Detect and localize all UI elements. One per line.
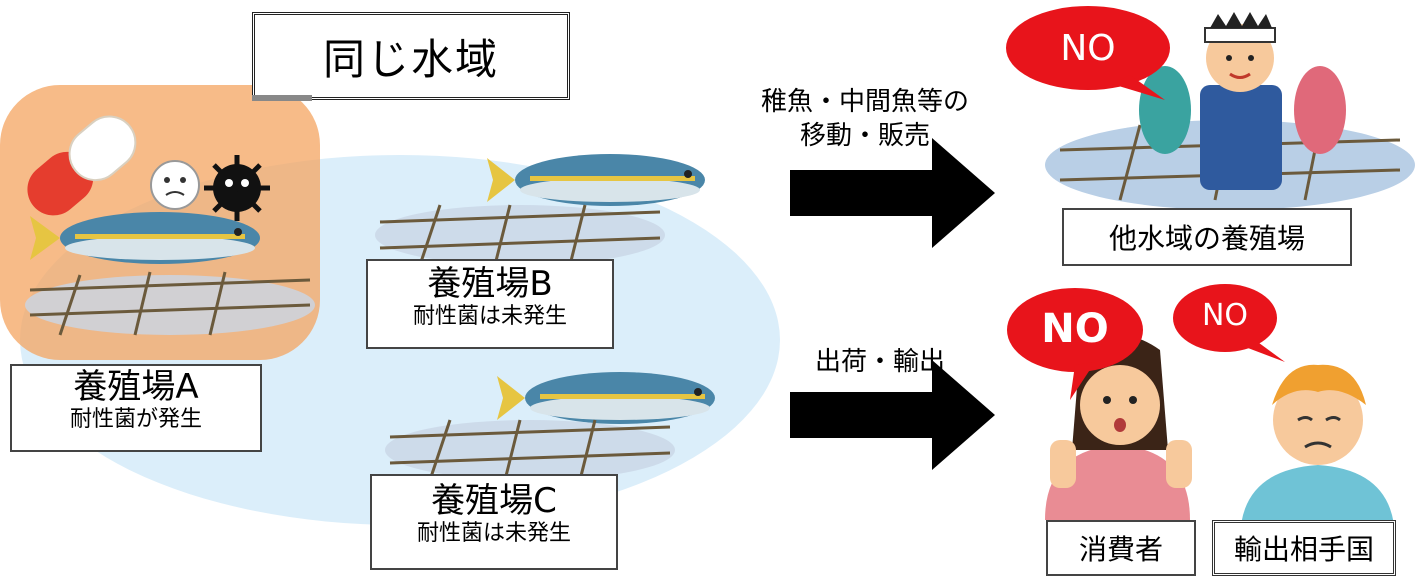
farm-b-label-box: 養殖場B 耐性菌は未発生 — [366, 259, 614, 349]
arrow-bottom-label: 出荷・輸出 — [790, 346, 970, 380]
arrow-movement — [790, 138, 995, 248]
farm-a-status: 耐性菌が発生 — [69, 407, 202, 433]
net-pen-a-icon — [25, 271, 315, 336]
farm-b-name: 養殖場B — [427, 264, 553, 304]
fish-farm-a-icon — [30, 212, 260, 264]
export-partner-bubble-tail — [1240, 340, 1285, 362]
fish-farm-c-icon — [497, 372, 715, 424]
consumer-bubble-tail — [1070, 362, 1095, 400]
worried-face-icon — [150, 160, 200, 210]
other-farm-bubble-text: NO — [1060, 28, 1116, 69]
farm-c-status: 耐性菌は未発生 — [416, 521, 571, 547]
export-partner-bubble-text: NO — [1201, 298, 1249, 333]
export-partner-person-icon — [1240, 364, 1395, 540]
consumer-label: 消費者 — [1078, 533, 1163, 566]
farm-c-name: 養殖場C — [431, 481, 557, 521]
other-farm-label: 他水域の養殖場 — [1108, 222, 1305, 255]
fisherman-icon — [1139, 12, 1346, 190]
title-underline — [252, 95, 312, 101]
farm-b-status: 耐性菌は未発生 — [412, 304, 567, 330]
consumer-bubble — [1007, 288, 1143, 372]
export-partner-label-box: 輸出相手国 — [1212, 520, 1396, 576]
title-text: 同じ水域 — [322, 34, 499, 84]
title-same-waters: 同じ水域 — [252, 12, 570, 100]
fish-farm-b-icon — [487, 154, 705, 206]
consumer-bubble-text: NO — [1041, 306, 1109, 352]
bacteria-icon — [204, 155, 270, 221]
net-pen-b-icon — [375, 204, 665, 266]
net-pen-c-icon — [385, 419, 675, 481]
export-partner-label: 輸出相手国 — [1233, 533, 1374, 566]
other-farm-bubble-tail — [1112, 75, 1165, 100]
arrow-top-label: 稚魚・中間魚等の 移動・販売 — [745, 86, 985, 154]
antibiotic-capsule-icon — [27, 115, 137, 216]
farm-c-label-box: 養殖場C 耐性菌は未発生 — [370, 474, 618, 570]
consumer-label-box: 消費者 — [1046, 520, 1196, 576]
arrow-shipping — [790, 360, 995, 470]
other-farm-label-box: 他水域の養殖場 — [1062, 208, 1352, 266]
arrow-bottom-text: 出荷・輸出 — [814, 347, 945, 377]
arrow-top-line1: 稚魚・中間魚等の — [760, 87, 969, 117]
other-farm-bubble — [1006, 6, 1170, 90]
arrow-top-line2: 移動・販売 — [799, 120, 930, 151]
export-partner-bubble — [1173, 284, 1277, 352]
farm-a-label-box: 養殖場A 耐性菌が発生 — [10, 364, 262, 452]
farm-a-name: 養殖場A — [73, 367, 199, 407]
